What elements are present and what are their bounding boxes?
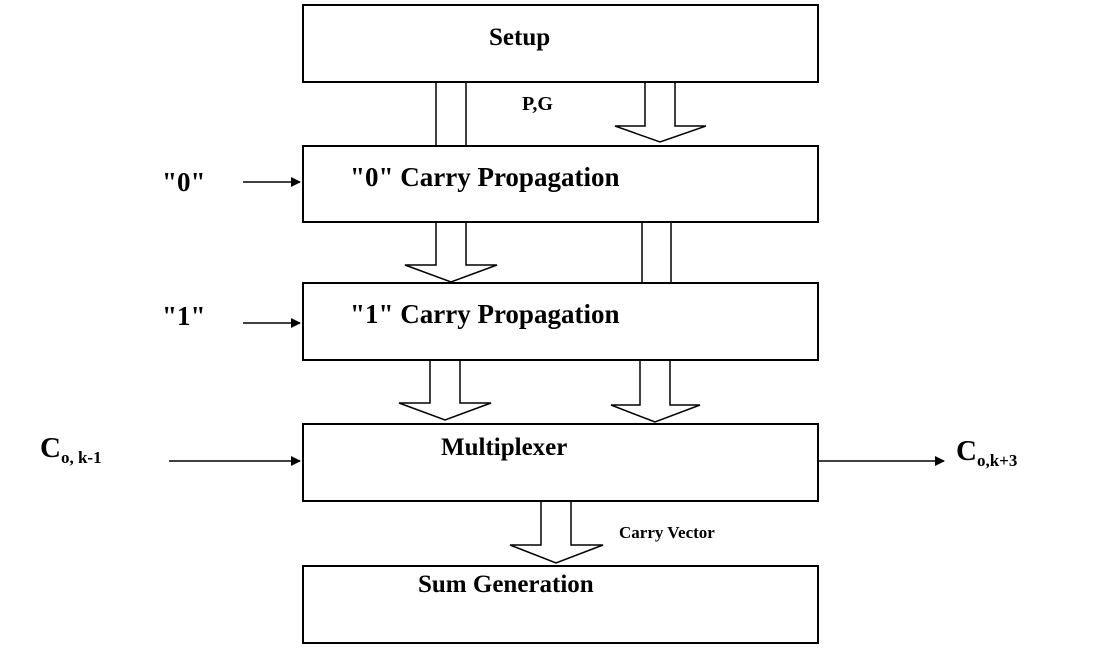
pg-arrow-right	[614, 83, 707, 143]
input-0-label: "0"	[162, 167, 206, 197]
mux-to-sum-arrow	[509, 502, 604, 564]
carry0-to-carry1-arrow	[404, 223, 498, 283]
carry0-label: "0" Carry Propagation	[350, 162, 620, 192]
carry-in-label: Co, k-1	[40, 432, 102, 467]
sum-generation-block	[302, 565, 819, 644]
bus-right-rails	[641, 223, 672, 282]
sum-generation-label: Sum Generation	[418, 571, 594, 598]
carry-in-main: C	[40, 432, 61, 464]
carry-out-main: C	[956, 435, 977, 467]
multiplexer-block	[302, 423, 819, 502]
carry-vector-label: Carry Vector	[619, 523, 715, 542]
carry1-to-mux-arrow-left	[398, 361, 492, 421]
carry1-label: "1" Carry Propagation	[350, 299, 620, 329]
carry-out-subscript: o,k+3	[976, 451, 1018, 470]
setup-label: Setup	[489, 24, 551, 51]
carry-in-subscript: o, k-1	[60, 448, 102, 467]
carry0-block	[302, 145, 819, 223]
carry-out-label: Co,k+3	[956, 435, 1018, 470]
pg-label: P,G	[522, 93, 553, 115]
setup-block	[302, 4, 819, 83]
carry1-block	[302, 282, 819, 361]
multiplexer-label: Multiplexer	[441, 434, 568, 461]
input-1-label: "1"	[162, 301, 206, 331]
pg-bus-left	[435, 83, 467, 145]
carry1-to-mux-arrow-right	[610, 361, 701, 423]
